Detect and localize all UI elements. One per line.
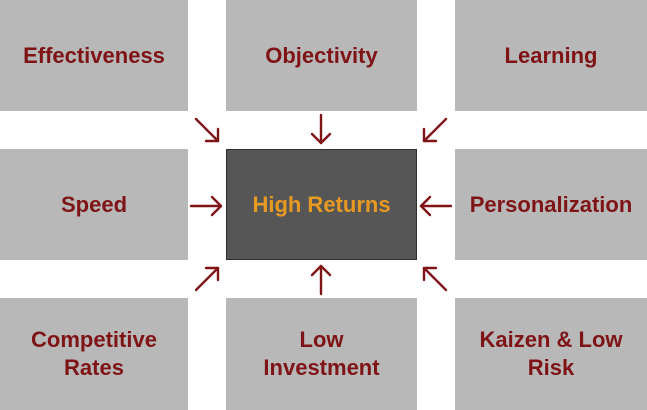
factor-label: Personalization — [469, 191, 633, 217]
factor-box-low-investment: Low Investment — [226, 298, 417, 410]
center-box-high-returns: High Returns — [226, 149, 417, 260]
arrow-top-center — [310, 113, 332, 145]
factor-box-effectiveness: Effectiveness — [0, 0, 188, 111]
factor-box-speed: Speed — [0, 149, 188, 260]
factor-box-kaizen-low-risk: Kaizen & Low Risk — [455, 298, 647, 410]
factor-box-objectivity: Objectivity — [226, 0, 417, 111]
arrow-top-left — [194, 117, 220, 143]
factor-label: Low Investment — [263, 327, 380, 380]
factor-label: Kaizen & Low Risk — [479, 327, 623, 380]
factor-box-learning: Learning — [455, 0, 647, 111]
factor-label: Effectiveness — [23, 42, 165, 68]
arrow-middle-left — [189, 195, 223, 217]
factor-box-competitive-rates: Competitive Rates — [0, 298, 188, 410]
arrow-bottom-right — [422, 266, 448, 292]
center-label: High Returns — [252, 191, 391, 217]
factor-label: Objectivity — [265, 42, 378, 68]
arrow-top-right — [422, 117, 448, 143]
factor-box-personalization: Personalization — [455, 149, 647, 260]
factor-label: Speed — [60, 191, 128, 217]
arrow-middle-right — [419, 195, 453, 217]
factor-label: Competitive Rates — [31, 327, 157, 380]
arrow-bottom-left — [194, 266, 220, 292]
arrow-bottom-center — [310, 264, 332, 296]
factor-label: Learning — [504, 42, 598, 68]
